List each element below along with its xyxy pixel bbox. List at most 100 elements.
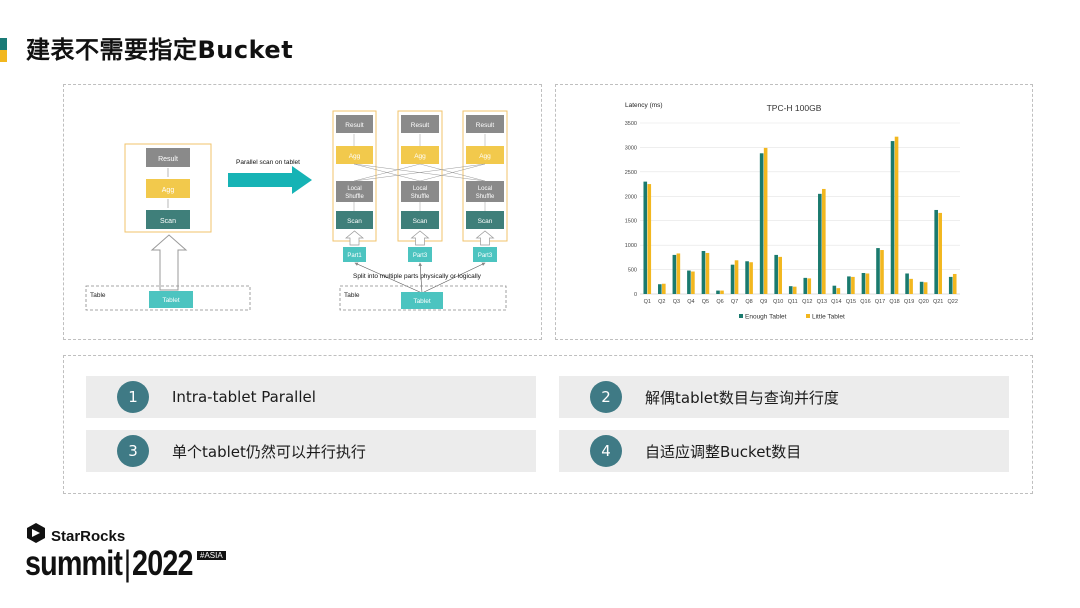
chart-ytick-label: 3500 xyxy=(625,121,637,127)
pipeline-agg-node xyxy=(466,146,504,164)
parallel-scan-diagram: Result Agg Scan Table Tablet Parallel sc… xyxy=(63,84,542,340)
chart-bar-enough xyxy=(876,248,880,294)
chart-bar-little xyxy=(865,273,870,294)
pipeline-shuffle-node xyxy=(336,181,373,202)
pipeline-3: Result Agg Local Shuffle Scan Part3 xyxy=(462,110,508,262)
pipeline-scan-node xyxy=(401,211,439,229)
point-item-1: 1 Intra-tablet Parallel xyxy=(86,376,536,418)
chart-bar-enough xyxy=(745,261,749,294)
pipeline-2: Result Agg Local Shuffle Scan Part3 xyxy=(397,110,443,262)
split-label: Split into multiple parts physically or … xyxy=(353,273,482,280)
chart-xtick-label: Q11 xyxy=(788,299,798,305)
chart-xtick-label: Q2 xyxy=(658,299,665,305)
chart-bar-enough xyxy=(861,272,866,294)
pipeline-result-label: Result xyxy=(345,122,364,129)
chart-ytick-label: 500 xyxy=(628,268,637,274)
brand-name: StarRocks xyxy=(51,528,126,545)
pipeline-part-label: Part3 xyxy=(413,253,428,259)
pipeline-scan-label: Scan xyxy=(347,218,362,225)
chart-bar-enough xyxy=(687,270,691,294)
single-tablet-label: Tablet xyxy=(162,297,180,304)
single-table-label: Table xyxy=(90,292,106,299)
chart-xtick-label: Q18 xyxy=(889,299,899,305)
pipeline-agg-node xyxy=(336,146,373,164)
chart-bar-enough xyxy=(890,141,895,294)
chart-bar-little xyxy=(705,252,710,294)
chart-bar-little xyxy=(734,260,739,294)
pipeline-part-node xyxy=(473,247,497,262)
pipeline-agg-label: Agg xyxy=(479,153,491,160)
chart-bar-enough xyxy=(759,153,764,294)
single-up-arrow xyxy=(150,234,188,291)
chart-xtick-label: Q7 xyxy=(731,299,738,305)
parallel-table-label: Table xyxy=(344,292,360,299)
chart-xtick-label: Q22 xyxy=(948,299,958,305)
single-result-node xyxy=(146,148,190,167)
chart-xtick-label: Q17 xyxy=(875,299,885,305)
starrocks-logo-icon xyxy=(27,523,45,543)
chart-bar-little xyxy=(647,184,652,294)
legend-label: Little Tablet xyxy=(812,314,845,321)
legend-swatch xyxy=(739,314,743,318)
legend-swatch xyxy=(806,314,810,318)
brand-event: summit|2022 xyxy=(25,544,193,583)
pipeline-agg-label: Agg xyxy=(414,153,426,160)
parallel-tablet-node xyxy=(401,292,443,309)
pipeline-agg-node xyxy=(401,146,439,164)
single-table-box xyxy=(85,285,251,311)
point-label: 单个tablet仍然可以并行执行 xyxy=(172,442,366,461)
title-accent-bar xyxy=(0,38,7,62)
chart-ytick-label: 2500 xyxy=(625,170,637,176)
chart-xtick-label: Q10 xyxy=(773,299,783,305)
chart-bar-little xyxy=(923,282,928,294)
chart-bar-little xyxy=(952,273,957,294)
chart-title: TPC-H 100GB xyxy=(767,103,822,113)
chart-xtick-label: Q21 xyxy=(933,299,943,305)
pipeline-result-label: Result xyxy=(476,122,495,129)
chart-xtick-label: Q9 xyxy=(760,299,767,305)
chart-bar-enough xyxy=(730,264,735,294)
parallel-arrow xyxy=(228,166,312,194)
chart-xtick-label: Q4 xyxy=(687,299,694,305)
chart-legend: Enough Tablet Little Tablet xyxy=(739,314,845,321)
pipeline-shuffle-node xyxy=(401,181,439,202)
chart-bar-enough xyxy=(643,181,648,294)
point-number-badge: 1 xyxy=(117,381,149,413)
single-pipeline-frame xyxy=(124,143,212,233)
legend-label: Enough Tablet xyxy=(745,314,787,321)
brand-tag: #ASIA xyxy=(197,551,226,560)
pipeline-part-node xyxy=(408,247,432,262)
pipeline-scan-label: Scan xyxy=(413,218,428,225)
chart-bar-enough xyxy=(934,209,938,294)
chart-xtick-label: Q15 xyxy=(846,299,856,305)
diagram-svg: Result Agg Scan Table Tablet Parallel sc… xyxy=(85,110,508,311)
point-label: Intra-tablet Parallel xyxy=(172,388,316,406)
chart-bar-little xyxy=(676,253,681,294)
single-agg-node xyxy=(146,179,190,198)
pipeline-scan-node xyxy=(336,211,373,229)
chart-xtick-label: Q3 xyxy=(673,299,680,305)
pipeline-1: Result Agg Local Shuffle Scan Part1 xyxy=(332,110,377,262)
chart-bar-enough xyxy=(803,277,808,294)
chart-xtick-label: Q13 xyxy=(817,299,827,305)
chart-xtick-label: Q20 xyxy=(918,299,928,305)
chart-bar-enough xyxy=(832,285,837,294)
chart-bar-enough xyxy=(658,284,662,294)
chart-bar-little xyxy=(938,212,942,294)
pipeline-scan-label: Scan xyxy=(478,218,493,225)
chart-bar-little xyxy=(691,271,695,294)
chart-bar-little xyxy=(836,288,841,294)
chart-bar-little xyxy=(807,278,812,294)
chart-bar-little xyxy=(763,147,768,294)
chart-bar-enough xyxy=(774,254,778,294)
chart-ytick-label: 1500 xyxy=(625,219,637,225)
slide-title: 建表不需要指定Bucket xyxy=(26,36,294,64)
single-result-label: Result xyxy=(158,156,178,163)
pipeline-result-label: Result xyxy=(411,122,430,129)
chart-bar-enough xyxy=(919,281,924,294)
chart-bar-enough xyxy=(948,276,953,294)
chart-bar-little xyxy=(909,278,913,294)
single-tablet-node xyxy=(149,291,193,308)
chart-bar-little xyxy=(720,290,724,294)
